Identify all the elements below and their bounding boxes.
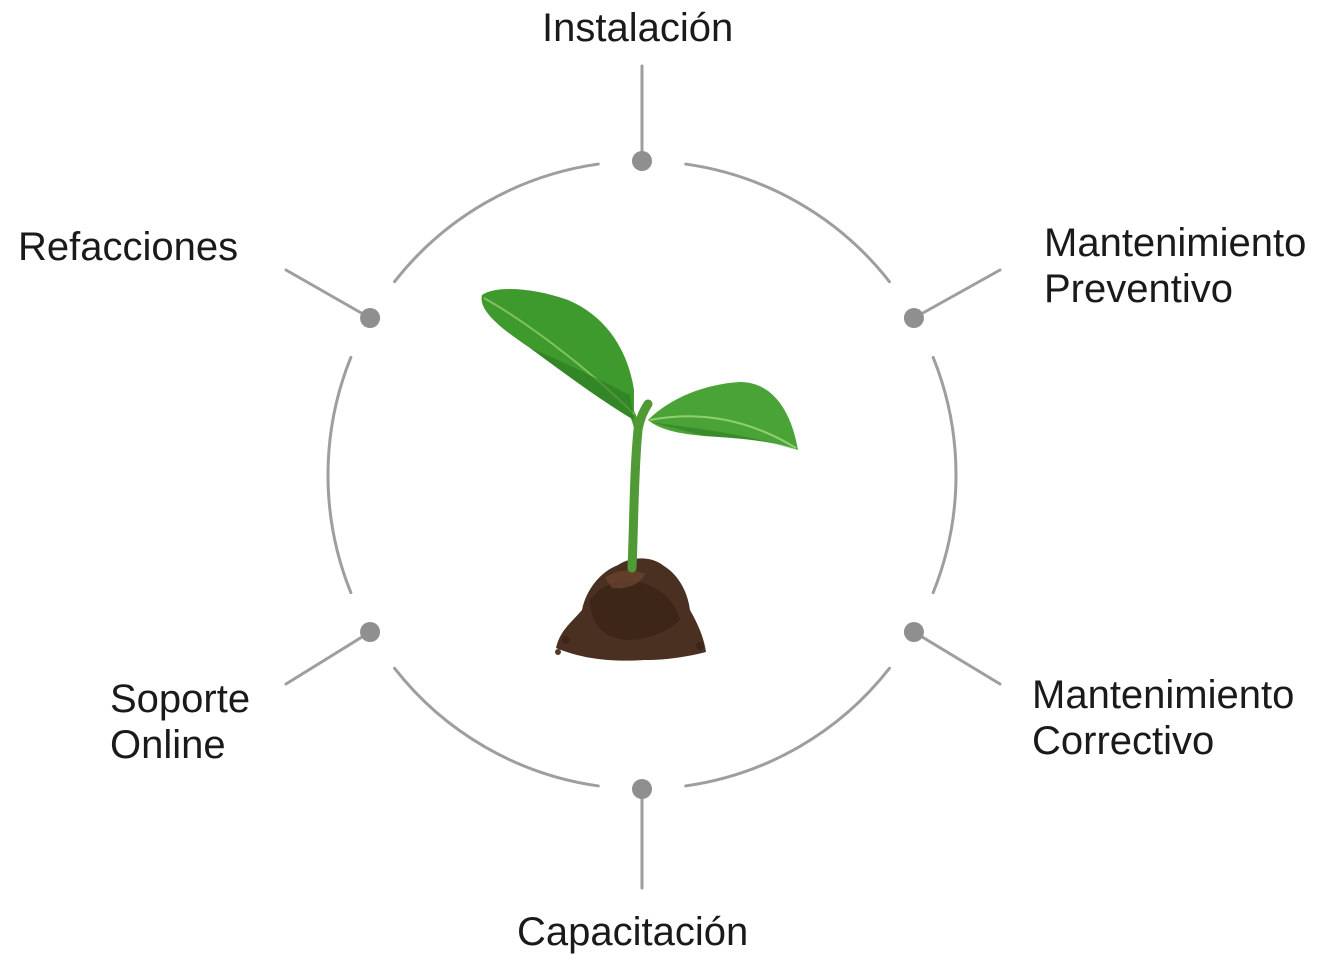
- node-label-soporte-online: Soporte Online: [110, 676, 250, 768]
- node-dot-soporte-online: [360, 622, 381, 642]
- node-dot-instalacion: [632, 151, 652, 171]
- ring-arc-segment: [684, 162, 891, 284]
- node-label-mantenimiento-preventivo: Mantenimiento Preventivo: [1044, 220, 1306, 312]
- ring-arc-segment: [393, 162, 600, 284]
- node-dots: [360, 151, 924, 799]
- ring-arc-segment: [393, 666, 600, 788]
- node-label-line: Correctivo: [1032, 719, 1215, 763]
- node-label-line: Preventivo: [1044, 267, 1233, 311]
- soil-shade: [590, 580, 680, 640]
- seedling-icon: [481, 288, 798, 661]
- ring-arcs: [326, 162, 958, 788]
- node-label-line: Instalación: [542, 6, 734, 50]
- left-leaf-shade: [530, 348, 634, 420]
- right-leaf-vein: [649, 415, 797, 449]
- right-leaf: [648, 382, 798, 450]
- node-label-line: Capacitación: [517, 910, 749, 954]
- node-label-refacciones: Refacciones: [18, 224, 238, 270]
- node-label-line: Mantenimiento: [1032, 673, 1295, 717]
- soil-crumb: [562, 636, 570, 644]
- node-label-instalacion: Instalación: [542, 5, 733, 51]
- connector-line-refacciones: [284, 268, 372, 320]
- node-dot-mantenimiento-preventivo: [903, 308, 924, 328]
- node-label-line: Soporte: [110, 677, 251, 721]
- ring-arc-segment: [684, 666, 891, 788]
- node-dot-capacitacion: [632, 779, 652, 799]
- ring-arc-segment: [326, 355, 353, 595]
- node-dot-mantenimiento-correctivo: [903, 622, 924, 642]
- connector-line-mantenimiento-correctivo: [912, 630, 1002, 686]
- soil-crumb: [696, 642, 704, 650]
- node-label-mantenimiento-correctivo: Mantenimiento Correctivo: [1032, 672, 1294, 764]
- connector-line-mantenimiento-preventivo: [912, 268, 1002, 320]
- connector-line-soporte-online: [284, 630, 372, 686]
- soil-highlight: [605, 570, 645, 589]
- soil-crumb: [555, 649, 561, 655]
- node-label-line: Refacciones: [18, 225, 239, 269]
- node-label-capacitacion: Capacitación: [517, 909, 748, 955]
- node-label-line: Mantenimiento: [1044, 221, 1307, 265]
- connector-lines: [284, 64, 1002, 890]
- ring-arc-segment: [931, 355, 958, 595]
- stem: [627, 399, 653, 573]
- right-leaf-shade: [650, 422, 796, 450]
- node-dot-refacciones: [360, 308, 381, 328]
- node-label-line: Online: [110, 723, 226, 767]
